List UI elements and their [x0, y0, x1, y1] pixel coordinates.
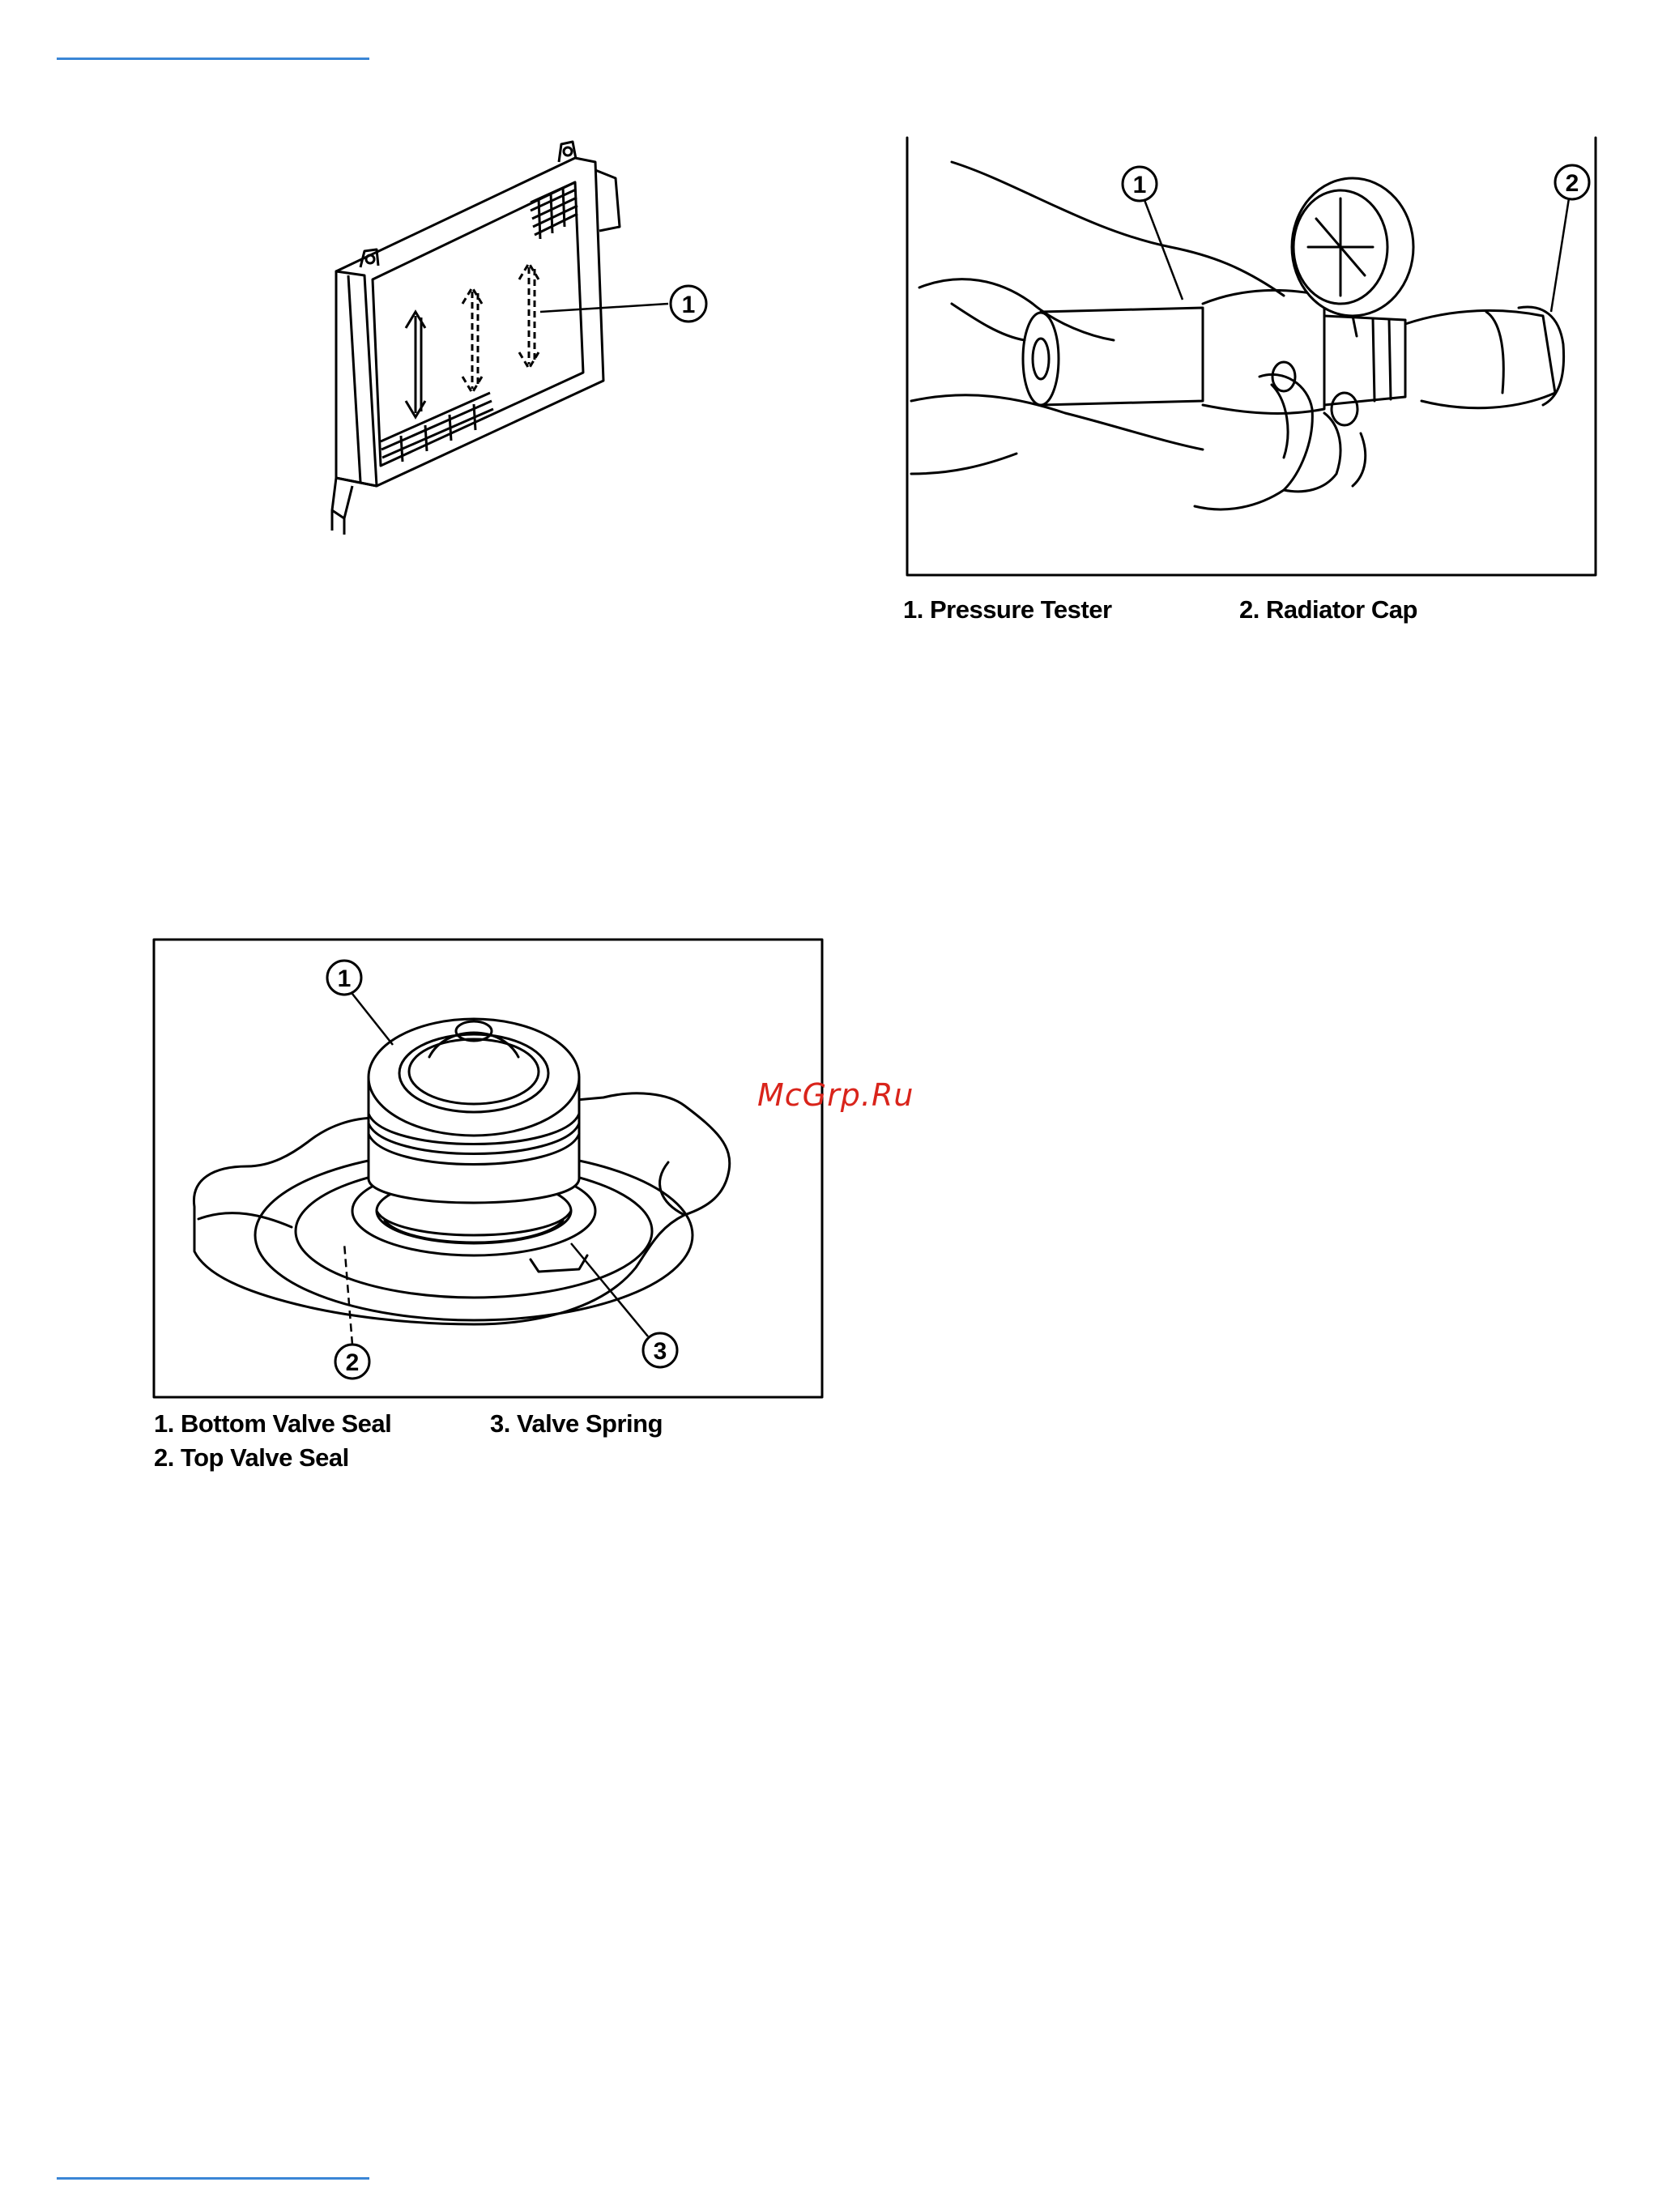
callout-1: 1	[1133, 172, 1147, 198]
callout-2: 2	[1566, 170, 1579, 197]
radiator-drawing: 1	[288, 138, 741, 559]
footer-rule	[57, 2177, 369, 2180]
caption-pressure-tester: 1. Pressure Tester	[903, 595, 1112, 624]
caption-bottom-valve-seal: 1. Bottom Valve Seal	[154, 1409, 391, 1438]
caption-radiator-cap: 2. Radiator Cap	[1239, 595, 1417, 624]
callout-3: 3	[654, 1338, 667, 1365]
watermark-text: McGrp.Ru	[757, 1077, 914, 1113]
caption-top-valve-seal: 2. Top Valve Seal	[154, 1443, 349, 1473]
callout-2: 2	[346, 1349, 360, 1376]
callout-1: 1	[682, 292, 696, 318]
header-rule	[57, 58, 369, 60]
pressure-tester-drawing: 1 2	[903, 134, 1600, 583]
pressure-tester-illustration: 1 2	[903, 134, 1600, 583]
radiator-illustration: 1	[288, 138, 741, 559]
radiator-cap-drawing: 1 2 3	[150, 936, 830, 1401]
caption-valve-spring: 3. Valve Spring	[490, 1409, 663, 1438]
callout-1: 1	[338, 965, 352, 992]
radiator-cap-illustration: 1 2 3	[150, 936, 830, 1401]
